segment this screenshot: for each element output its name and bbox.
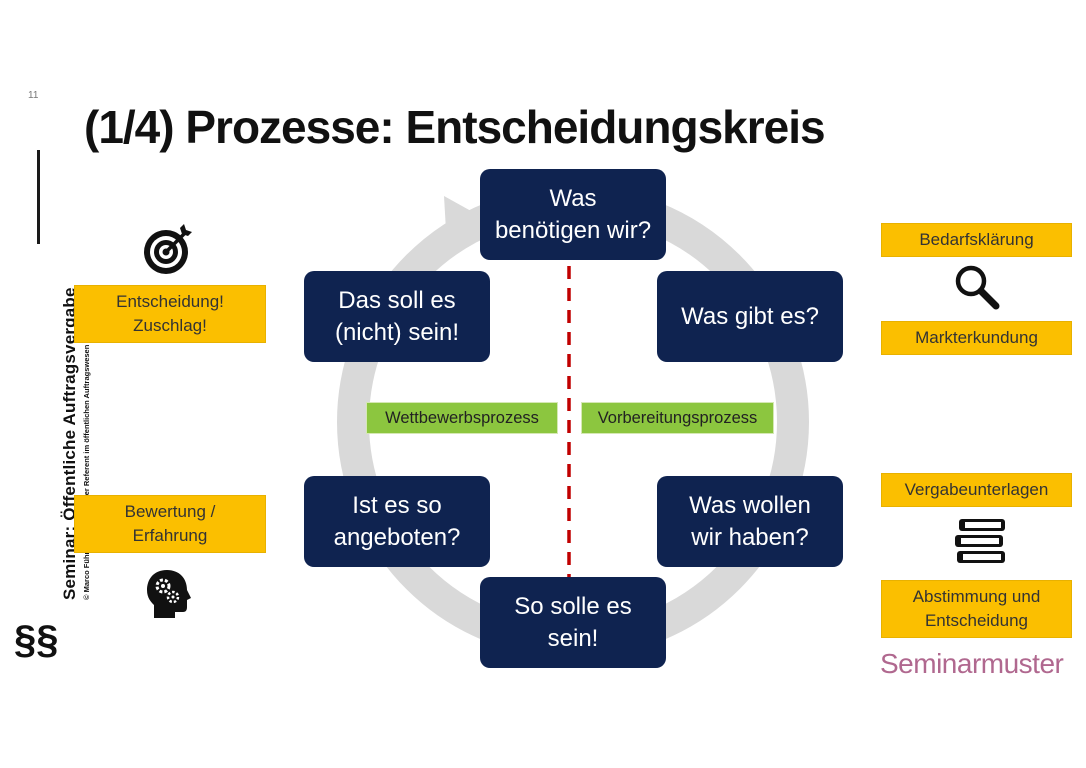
coordination-decision-box: Abstimmung und Entscheidung: [881, 580, 1072, 638]
tender-documents-box: Vergabeunterlagen: [881, 473, 1072, 507]
paragraph-mark: §§: [14, 618, 59, 662]
evaluation-experience-box: Bewertung / Erfahrung: [74, 495, 266, 553]
slide-title: (1/4) Prozesse: Entscheidungskreis: [84, 101, 826, 153]
node-what-exists: Was gibt es?: [657, 271, 843, 362]
books-icon: [953, 515, 1009, 570]
magnifier-icon: [954, 264, 1000, 315]
head-gears-icon: [145, 568, 193, 625]
cycle-arrow-head: [444, 196, 480, 248]
sidebar-rule: [37, 150, 40, 244]
market-research-box: Markterkundung: [881, 321, 1072, 355]
competition-process-label: Wettbewerbsprozess: [366, 402, 558, 434]
page-number: 11: [28, 90, 39, 101]
preparation-process-label: Vorbereitungsprozess: [581, 402, 774, 434]
needs-clarification-box: Bedarfsklärung: [881, 223, 1072, 257]
watermark: Seminarmuster: [880, 648, 1064, 679]
decision-award-box: Entscheidung! Zuschlag!: [74, 285, 266, 343]
node-should-it-be: Das soll es (nicht) sein!: [304, 271, 490, 362]
target-icon: [140, 222, 196, 283]
node-what-do-we-need: Was benötigen wir?: [480, 169, 666, 260]
node-so-it-should-be: So solle es sein!: [480, 577, 666, 668]
node-what-do-we-want: Was wollen wir haben?: [657, 476, 843, 567]
node-is-it-offered: Ist es so angeboten?: [304, 476, 490, 567]
